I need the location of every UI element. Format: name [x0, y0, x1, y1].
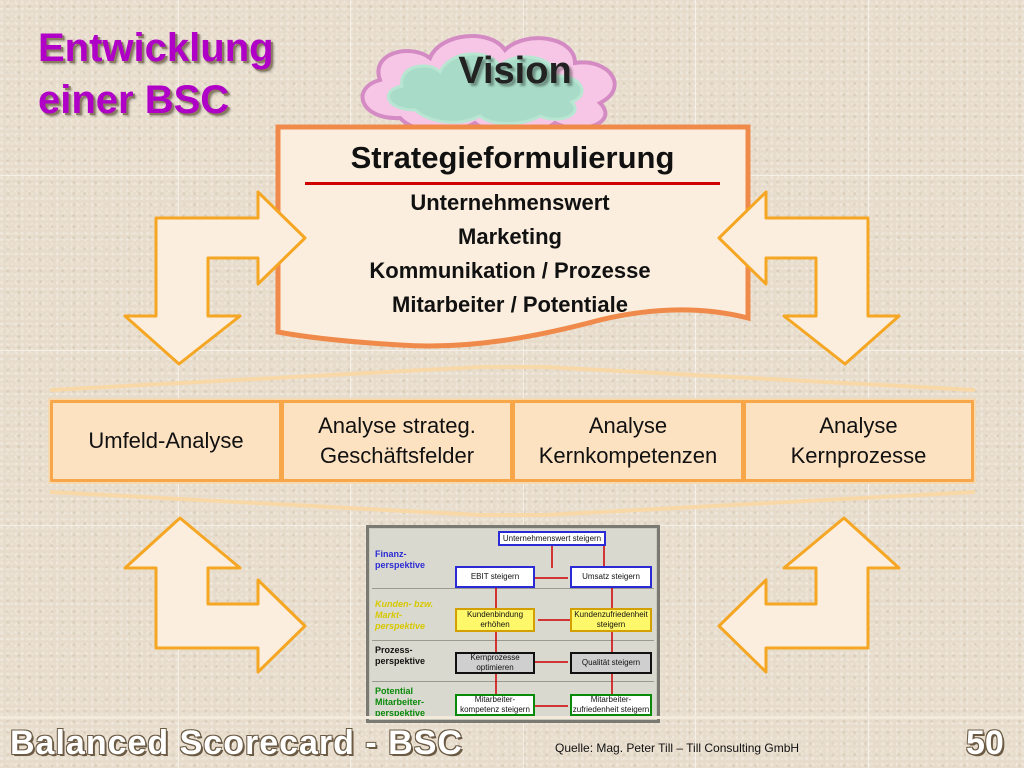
bsc-goal: Kernprozesse optimieren: [455, 652, 535, 674]
strategy-item: Marketing: [458, 224, 562, 249]
grid-line: [350, 0, 351, 768]
analysis-label: Analyse: [819, 413, 898, 438]
bsc-goal: Kundenzufriedenheit steigern: [570, 608, 652, 632]
analysis-label: Kernprozesse: [790, 443, 927, 468]
bsc-separator: [372, 588, 654, 589]
strategy-item: Kommunikation / Prozesse: [369, 258, 651, 283]
analysis-label: Kernkompetenzen: [538, 443, 718, 468]
bsc-top-goal: Unternehmenswert steigern: [498, 531, 606, 546]
analysis-cell-umfeld: Umfeld-Analyse: [53, 403, 279, 479]
analysis-cell-geschaeftsfelder: Analyse strateg. Geschäftsfelder: [284, 403, 510, 479]
strategy-item: Unternehmenswert: [410, 190, 610, 215]
slide-title-line-2: einer BSC: [38, 78, 230, 122]
bsc-perspective-finanz: Finanz-perspektive: [375, 549, 426, 570]
strategy-item: Mitarbeiter / Potentiale: [392, 292, 628, 317]
bracket-bottom: [49, 490, 976, 517]
page-number: 50: [966, 724, 1004, 762]
bsc-goal: Kundenbindung erhöhen: [455, 608, 535, 632]
analysis-label: Umfeld-Analyse: [88, 428, 244, 453]
strategy-frame: [275, 124, 751, 349]
bsc-goal: Mitarbeiter-kompetenz steigern: [455, 694, 535, 716]
bsc-goal: EBIT steigern: [455, 566, 535, 588]
grid-line: [0, 350, 1024, 351]
arrow-top-left: [123, 190, 307, 366]
grid-line: [523, 0, 524, 768]
analysis-cell-kernprozesse: Analyse Kernprozesse: [746, 403, 971, 479]
vision-label: Vision: [458, 50, 572, 92]
bsc-separator: [372, 681, 654, 682]
bsc-goal: Mitarbeiter-zufriedenheit steigern: [570, 694, 652, 716]
slide-title-line-1: Entwicklung: [38, 26, 274, 70]
bracket-top: [49, 365, 976, 392]
arrow-top-right: [717, 190, 901, 366]
strategy-underline: [305, 182, 720, 185]
arrow-bottom-left: [123, 516, 307, 674]
bsc-goal: Qualität steigern: [570, 652, 652, 674]
grid-line: [695, 0, 696, 768]
analysis-cell-kernkompetenzen: Analyse Kernkompetenzen: [515, 403, 741, 479]
analysis-label: Analyse strateg.: [318, 413, 476, 438]
analysis-label: Geschäftsfelder: [319, 443, 475, 468]
analysis-label: Analyse: [588, 413, 668, 438]
arrow-bottom-right: [717, 516, 901, 674]
footer-source: Quelle: Mag. Peter Till – Till Consultin…: [555, 741, 800, 755]
bsc-perspective-kunden: Kunden- bzw. Markt-perspektive: [375, 599, 434, 631]
bsc-goal: Umsatz steigern: [570, 566, 652, 588]
strategy-title: Strategieformulierung: [350, 140, 675, 175]
footer-divider: [0, 716, 1024, 719]
bsc-perspective-potential: Potential Mitarbeiter-perspektive: [375, 686, 426, 718]
footer-title: Balanced Scorecard - BSC: [10, 724, 463, 762]
bsc-separator: [372, 640, 654, 641]
bsc-perspective-prozess: Prozess-perspektive: [375, 645, 426, 666]
slide-title: Entwicklung einer BSC: [38, 22, 338, 126]
